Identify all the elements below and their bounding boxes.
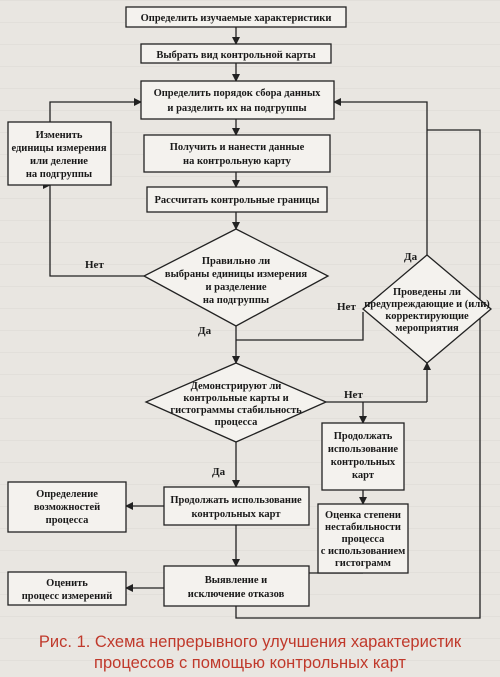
box-evaluate-measurement: Оценить процесс измерений [7,571,127,606]
box-text: Продолжать [334,431,393,442]
box-text: Изменить [36,130,83,141]
box-text: и разделить их на подгруппы [167,103,306,114]
box-text: гистограмм [335,558,391,569]
box-continue-use-right: Продолжать использование контрольных кар… [321,422,405,491]
label-yes: Да [198,325,212,337]
label-no: Нет [85,259,104,271]
box-text: Определение [36,489,98,500]
box-assess-instability: Оценка степени нестабильности процесса с… [317,503,409,574]
box-detect-failures: Выявление и исключение отказов [163,565,310,607]
box-text: Выбрать вид контрольной карты [156,50,315,61]
decision-text: Правильно ли [202,256,270,267]
decision-text: Демонстрируют ли [191,381,282,392]
box-text: контрольных карт [191,509,281,520]
decision-text: контрольные карты и [183,393,288,404]
decision-process-stable: Демонстрируют ли контрольные карты и гис… [144,362,328,443]
label-no: Нет [344,389,363,401]
box-text: исключение отказов [188,589,285,600]
box-text: Рассчитать контрольные границы [155,195,320,206]
box-text: карт [352,470,375,481]
decision-text: на подгруппы [203,295,269,306]
box-text: использование [328,444,398,455]
box-text: Оценить [46,578,88,589]
decision-text: и разделение [205,282,266,293]
decision-text: гистограммы стабильность [170,405,302,416]
box-define-characteristics: Определить изучаемые характеристики [125,6,347,28]
box-text: процесс измерений [22,591,113,602]
box-select-chart-type: Выбрать вид контрольной карты [140,43,332,64]
box-text: Определить изучаемые характеристики [141,13,332,24]
box-determine-capability: Определение возможностей процесса [7,481,127,533]
label-yes: Да [212,466,226,478]
box-text: Продолжать использование [170,495,302,506]
box-text: нестабильности [325,522,401,533]
box-define-data-collection: Определить порядок сбора данных и раздел… [140,80,335,120]
label-no: Нет [337,301,356,313]
decision-units-correct: Правильно ли выбраны единицы измерения и… [142,228,330,327]
decision-text: предупреждающие и (или) [364,299,490,310]
decision-text: корректирующие [385,311,469,322]
figure-caption-line-2: процессов с помощью контрольных карт [94,654,406,672]
decision-actions-taken: Проведены ли предупреждающие и (или) кор… [361,254,493,364]
box-text: процесса [342,534,385,545]
box-text: на подгруппы [26,169,92,180]
decision-text: выбраны единицы измерения [165,269,307,280]
box-text: Получить и нанести данные [170,142,305,153]
box-text: Оценка степени [325,510,401,521]
decision-text: мероприятия [395,323,459,334]
figure-caption-line-1: Рис. 1. Схема непрерывного улучшения хар… [38,633,462,651]
box-text: Выявление и [205,575,267,586]
box-text: процесса [46,515,89,526]
box-change-units: Изменить единицы измерения или деление н… [7,121,112,186]
flowchart: Определить изучаемые характеристики Выбр… [7,6,493,619]
box-text: на контрольную карту [183,156,292,167]
box-text: или деление [30,156,88,167]
box-continue-use: Продолжать использование контрольных кар… [163,486,310,526]
box-text: единицы измерения [11,143,106,154]
box-calculate-limits: Рассчитать контрольные границы [146,186,328,213]
box-text: Определить порядок сбора данных [154,88,322,99]
label-yes: Да [404,251,418,263]
decision-text: процесса [215,417,258,428]
box-text: контрольных [331,457,396,468]
box-obtain-data: Получить и нанести данные на контрольную… [143,134,331,173]
box-text: с использованием [321,546,406,557]
decision-text: Проведены ли [393,287,461,298]
box-text: возможностей [34,502,100,513]
